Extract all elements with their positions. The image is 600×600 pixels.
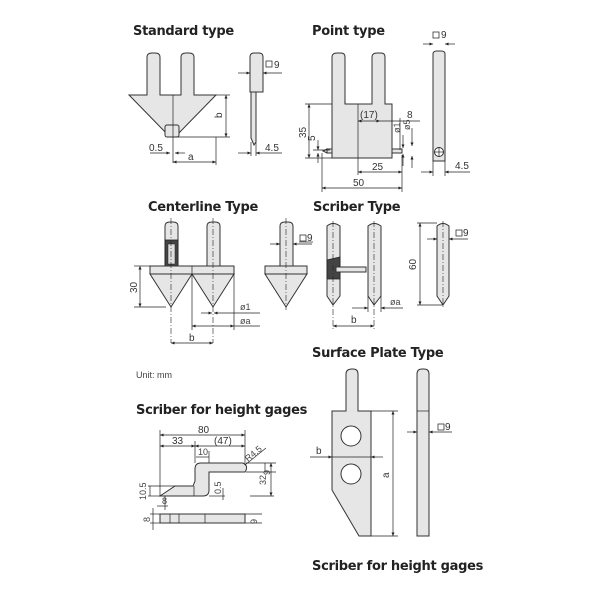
centerline-type-title: Centerline Type — [148, 200, 258, 215]
dim-0-5: 0.5 — [213, 481, 223, 494]
dim-dia-1: ø1 — [392, 122, 402, 133]
point-square-9: 9 — [441, 30, 447, 41]
dim-a: a — [188, 152, 194, 163]
dim-5: 5 — [307, 135, 318, 141]
surface-plate-side-view: 9 — [407, 368, 452, 537]
centerline-square-9: 9 — [307, 233, 313, 244]
scriber-square-9: 9 — [463, 228, 469, 239]
standard-type-title: Standard type — [133, 24, 234, 39]
unit-label: Unit: mm — [136, 370, 172, 380]
dim-8-side: 8 — [142, 517, 152, 522]
dim-10-5: 10.5 — [138, 482, 148, 500]
dim-50: 50 — [353, 178, 365, 189]
dim-b: b — [214, 112, 225, 118]
dim-dia-a: øa — [240, 316, 251, 326]
dim-25: 25 — [372, 162, 384, 173]
dim-80: 80 — [198, 425, 210, 436]
dim-9-side: 9 — [249, 519, 259, 524]
dim-4-5: 4.5 — [265, 143, 279, 154]
scriber-type-side-view: 60 9 — [299, 221, 469, 308]
scriber-dim-b: b — [351, 315, 357, 326]
height-gage-scriber-side-view: 8 9 — [142, 508, 262, 530]
dim-32: 32 — [258, 475, 268, 485]
surface-plate-type-section: Surface Plate Type a b 9 — [310, 346, 452, 537]
centerline-type-side-view: 9 — [264, 218, 313, 310]
dim-dia-5: ø5 — [402, 119, 412, 130]
surface-plate-title: Surface Plate Type — [312, 346, 444, 361]
dim-10: 10 — [198, 447, 208, 457]
dim-30: 30 — [129, 281, 140, 293]
dim-9: 9 — [262, 470, 272, 475]
dim-17: (17) — [360, 110, 378, 121]
centerline-type-front-view: 30 ø1 øa b — [129, 218, 260, 345]
point-type-side-view: 9 4.5 — [421, 30, 470, 176]
standard-type-front-view: b a 0.5 — [127, 52, 230, 165]
standard-type-side-view: 9 4.5 — [238, 52, 282, 156]
surface-square-9: 9 — [445, 422, 451, 433]
dim-47: (47) — [214, 436, 232, 447]
dim-8: 8 — [162, 496, 167, 506]
height-gage-scriber-right-title: Scriber for height gages — [312, 559, 484, 574]
dim-b: b — [189, 333, 195, 344]
standard-type-section: Standard type b a 0.5 9 — [127, 24, 282, 165]
point-type-section: Point type 35 5 (17) 8 ø1 — [298, 24, 470, 192]
point-dim-4-5: 4.5 — [455, 161, 469, 172]
scriber-dim-60: 60 — [408, 258, 419, 270]
point-type-front-view: 35 5 (17) 8 ø1 ø5 25 50 — [298, 52, 420, 192]
surface-dim-b: b — [316, 446, 322, 457]
dim-35: 35 — [298, 126, 309, 138]
dim-r4-5: R4.5 — [243, 444, 264, 464]
dim-0-5: 0.5 — [149, 143, 163, 154]
surface-dim-a: a — [381, 472, 392, 478]
dim-dia-1: ø1 — [240, 302, 251, 312]
scriber-type-front-view: øa b — [326, 221, 403, 330]
dim-8: 8 — [407, 110, 413, 121]
height-gage-scriber-left-title: Scriber for height gages — [136, 403, 308, 418]
scriber-dim-dia-a: øa — [390, 297, 401, 307]
surface-plate-front-view: a b — [310, 368, 398, 537]
point-type-title: Point type — [312, 24, 385, 39]
scriber-type-section: Scriber Type øa b 60 9 — [299, 200, 469, 330]
dim-square-9: 9 — [274, 60, 280, 71]
centerline-type-section: Centerline Type 30 ø1 øa b — [129, 200, 313, 345]
height-gage-scriber-top-view: 80 33 (47) 10 R4.5 9 32 10.5 0.5 — [138, 425, 276, 510]
dim-33: 33 — [172, 436, 184, 447]
height-gage-scriber-left-section: Scriber for height gages 80 33 (47) 10 R… — [136, 403, 308, 530]
scriber-type-title: Scriber Type — [313, 200, 401, 215]
